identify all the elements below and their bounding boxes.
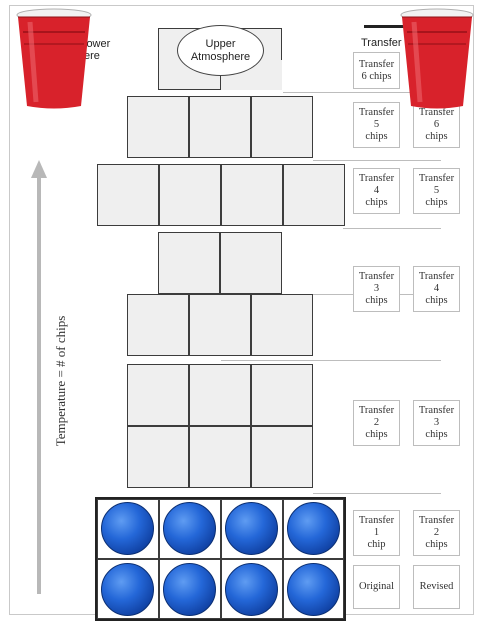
rule-original-row-3: Transfer 4 chips bbox=[353, 168, 400, 214]
rule-original-row-1: Transfer 6 chips bbox=[353, 52, 400, 89]
atmosphere-cell bbox=[127, 294, 189, 356]
atmosphere-cell bbox=[158, 232, 220, 294]
atmosphere-cell bbox=[251, 364, 313, 426]
left-cup-icon bbox=[16, 8, 92, 109]
rule-original-row-2: Transfer 5 chips bbox=[353, 102, 400, 148]
rule-revised-row-6: Transfer 2 chips bbox=[413, 510, 460, 556]
atmosphere-cell bbox=[127, 364, 189, 426]
axis-label: Temperature = # of chips bbox=[53, 315, 68, 447]
rule-revised-row-5: Transfer 3 chips bbox=[413, 400, 460, 446]
upper-atmosphere-label: Upper Atmosphere bbox=[177, 25, 264, 76]
chip bbox=[101, 502, 154, 555]
chip bbox=[101, 563, 154, 616]
layer-separator bbox=[313, 160, 441, 161]
chip bbox=[163, 563, 216, 616]
atmosphere-cell bbox=[127, 96, 189, 158]
atmosphere-cell bbox=[189, 426, 251, 488]
right-cup-icon bbox=[400, 8, 474, 109]
left-partial-label: lower ere bbox=[84, 38, 111, 62]
column-label-original: Original bbox=[353, 565, 400, 609]
atmosphere-cell bbox=[251, 426, 313, 488]
layer-separator bbox=[283, 92, 441, 93]
layer-separator bbox=[313, 493, 441, 494]
rule-original-row-4: Transfer 3 chips bbox=[353, 266, 400, 312]
rule-revised-row-2: Transfer 6 chips bbox=[413, 102, 460, 148]
atmosphere-cell bbox=[127, 426, 189, 488]
chip bbox=[225, 502, 278, 555]
chip bbox=[225, 563, 278, 616]
rule-revised-row-4: Transfer 4 chips bbox=[413, 266, 460, 312]
layer-separator bbox=[343, 228, 441, 229]
column-label-revised: Revised bbox=[413, 565, 460, 609]
atmosphere-cell bbox=[251, 294, 313, 356]
atmosphere-cell bbox=[97, 164, 159, 226]
chip bbox=[287, 563, 340, 616]
atmosphere-cell bbox=[220, 232, 282, 294]
rule-original-row-6: Transfer 1 chip bbox=[353, 510, 400, 556]
atmosphere-cell bbox=[221, 164, 283, 226]
atmosphere-cell bbox=[189, 294, 251, 356]
temperature-arrow-shaft bbox=[37, 176, 41, 594]
transfer-header: Transfer bbox=[361, 37, 402, 49]
up-arrow-icon bbox=[31, 160, 47, 178]
chip bbox=[287, 502, 340, 555]
atmosphere-cell bbox=[189, 96, 251, 158]
layer-separator bbox=[221, 360, 441, 361]
rule-original-row-5: Transfer 2 chips bbox=[353, 400, 400, 446]
atmosphere-cell bbox=[189, 364, 251, 426]
header-bar bbox=[364, 25, 414, 28]
rule-revised-row-3: Transfer 5 chips bbox=[413, 168, 460, 214]
chip bbox=[163, 502, 216, 555]
atmosphere-cell bbox=[251, 96, 313, 158]
atmosphere-cell bbox=[159, 164, 221, 226]
atmosphere-cell bbox=[283, 164, 345, 226]
